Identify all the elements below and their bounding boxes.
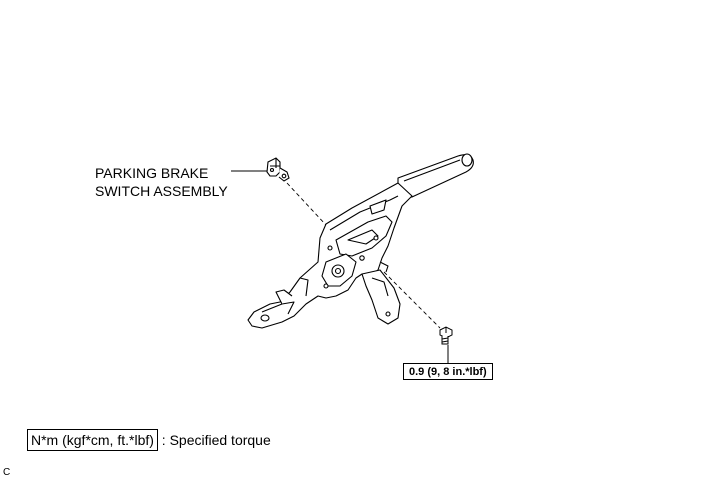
switch-assembly-label-line2: SWITCH ASSEMBLY <box>95 183 228 199</box>
switch-assembly-label-line1: PARKING BRAKE <box>95 165 209 181</box>
torque-spec-box: 0.9 (9, 8 in.*lbf) <box>403 363 493 380</box>
torque-legend: N*m (kgf*cm, ft.*lbf) : Specified torque <box>27 429 271 451</box>
figure-code: C <box>3 467 11 478</box>
parking-brake-lever-icon <box>247 153 474 329</box>
brake-switch-icon <box>266 157 290 182</box>
screw-alignment-line <box>383 271 441 329</box>
switch-alignment-line <box>286 182 339 239</box>
screw-icon <box>439 326 453 345</box>
legend-description: : Specified torque <box>161 432 271 448</box>
legend-unit-box: N*m (kgf*cm, ft.*lbf) <box>27 429 158 451</box>
switch-assembly-label: PARKING BRAKE SWITCH ASSEMBLY <box>95 164 228 200</box>
